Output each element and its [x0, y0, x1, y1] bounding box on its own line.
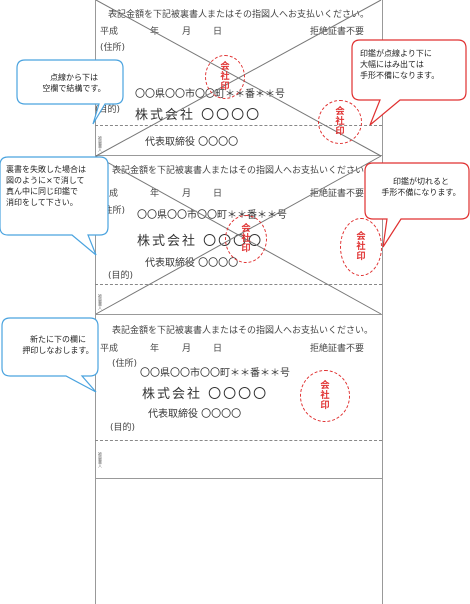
- heading-1: 表記金額を下記被裏書人またはその指図人へお支払いください。: [108, 10, 370, 20]
- date-day-3: 日: [213, 344, 223, 354]
- section-divider-1: [95, 155, 382, 156]
- address-value-3: 〇〇県〇〇市〇〇町＊＊番＊＊号: [140, 368, 290, 379]
- company-seal-void: 会 社 印: [225, 215, 267, 263]
- heading-2: 表記金額を下記被裏書人またはその指図人へお支払いください。: [112, 166, 374, 176]
- company-seal-cut: 会 社 印: [340, 218, 382, 276]
- purpose-label-3: (目的): [110, 423, 136, 433]
- callout-mid-right: 印鑑が切れると 手形不備になります。: [381, 177, 461, 197]
- date-month-3: 月: [182, 344, 192, 354]
- section-divider-2: [95, 314, 382, 315]
- address-label-2: (住所): [100, 206, 126, 216]
- refusal-waived-1: 拒絶証書不要: [310, 27, 365, 37]
- date-era-3: 平成: [100, 344, 119, 354]
- address-value-1: 〇〇県〇〇市〇〇町＊＊番＊＊号: [135, 89, 285, 100]
- purpose-label-2: (目的): [108, 271, 134, 281]
- dotted-line-2: [95, 284, 382, 285]
- endorsee-label-2: 被裏書人: [98, 294, 103, 310]
- date-month-1: 月: [182, 27, 192, 37]
- company-1: 株式会社 〇〇〇〇: [135, 108, 262, 123]
- date-year-2: 年: [150, 189, 160, 199]
- callout-top-left: 点線から下は 空欄で結構です。: [42, 73, 106, 93]
- representative-3: 代表取締役 〇〇〇〇: [148, 409, 242, 420]
- purpose-label-1: (目的): [95, 105, 121, 115]
- callout-mid-left: 裏書を失敗した場合は 図のように×で消して 真ん中に同じ印鑑で 消印をして下さい…: [6, 165, 86, 207]
- representative-1: 代表取締役 〇〇〇〇: [145, 137, 239, 148]
- date-year-3: 年: [150, 344, 160, 354]
- endorsee-label-1: 被裏書人: [98, 136, 103, 152]
- company-seal-2: 会 社 印: [318, 100, 362, 144]
- company-3: 株式会社 〇〇〇〇: [142, 387, 269, 402]
- date-month-2: 月: [182, 189, 192, 199]
- heading-3: 表記金額を下記被裏書人またはその指図人へお支払いください。: [112, 326, 374, 336]
- callout-top-right: 印鑑が点線より下に 大幅にはみ出ては 手形不備になります。: [360, 49, 440, 80]
- address-value-2: 〇〇県〇〇市〇〇町＊＊番＊＊号: [137, 210, 287, 221]
- callout-bottom-left: 新たに下の欄に 押印しなおします。: [22, 335, 94, 355]
- date-era-1: 平成: [100, 27, 119, 37]
- dotted-line-1: [95, 125, 382, 126]
- refusal-waived-3: 拒絶証書不要: [310, 344, 365, 354]
- refusal-waived-2: 拒絶証書不要: [310, 189, 365, 199]
- dotted-line-3: [95, 440, 382, 441]
- date-day-2: 日: [213, 189, 223, 199]
- company-seal-valid: 会 社 印: [300, 370, 350, 422]
- endorsement-sheet: [95, 0, 383, 604]
- representative-2: 代表取締役 〇〇〇〇: [145, 258, 239, 269]
- date-era-2: 平成: [100, 189, 119, 199]
- company-seal-1: 会 社 印: [205, 55, 245, 99]
- address-label-1: (住所): [100, 43, 126, 53]
- section-divider-3: [95, 478, 382, 479]
- endorsee-label-3: 被裏書人: [98, 452, 103, 468]
- address-label-3: (住所): [112, 359, 138, 369]
- date-day-1: 日: [213, 27, 223, 37]
